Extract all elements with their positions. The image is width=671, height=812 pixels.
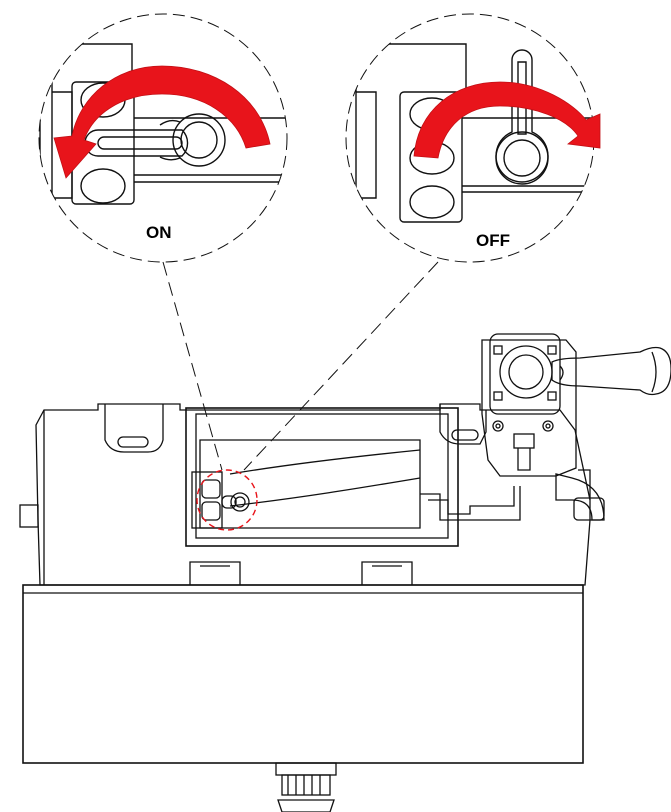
mount-tab-left <box>104 404 164 453</box>
left-clip <box>19 504 39 528</box>
upper-housing <box>35 403 591 586</box>
mount-tab-right <box>439 404 487 445</box>
detail-on: ON <box>38 13 288 263</box>
leader-lines <box>162 261 439 471</box>
off-label: OFF <box>476 231 510 250</box>
detail-off: OFF <box>345 13 601 263</box>
switch-highlight-circle <box>196 469 258 531</box>
counterclockwise-arrow-icon <box>53 65 271 179</box>
main-unit <box>19 333 671 812</box>
clockwise-arrow-icon <box>413 81 601 159</box>
on-label: ON <box>146 223 172 242</box>
tank-body <box>22 584 584 764</box>
control-window <box>185 407 459 547</box>
drain-fitting <box>275 762 337 812</box>
switch-lever-on <box>84 129 189 157</box>
elbow-fitting <box>555 469 605 521</box>
handle-assembly <box>481 333 671 477</box>
